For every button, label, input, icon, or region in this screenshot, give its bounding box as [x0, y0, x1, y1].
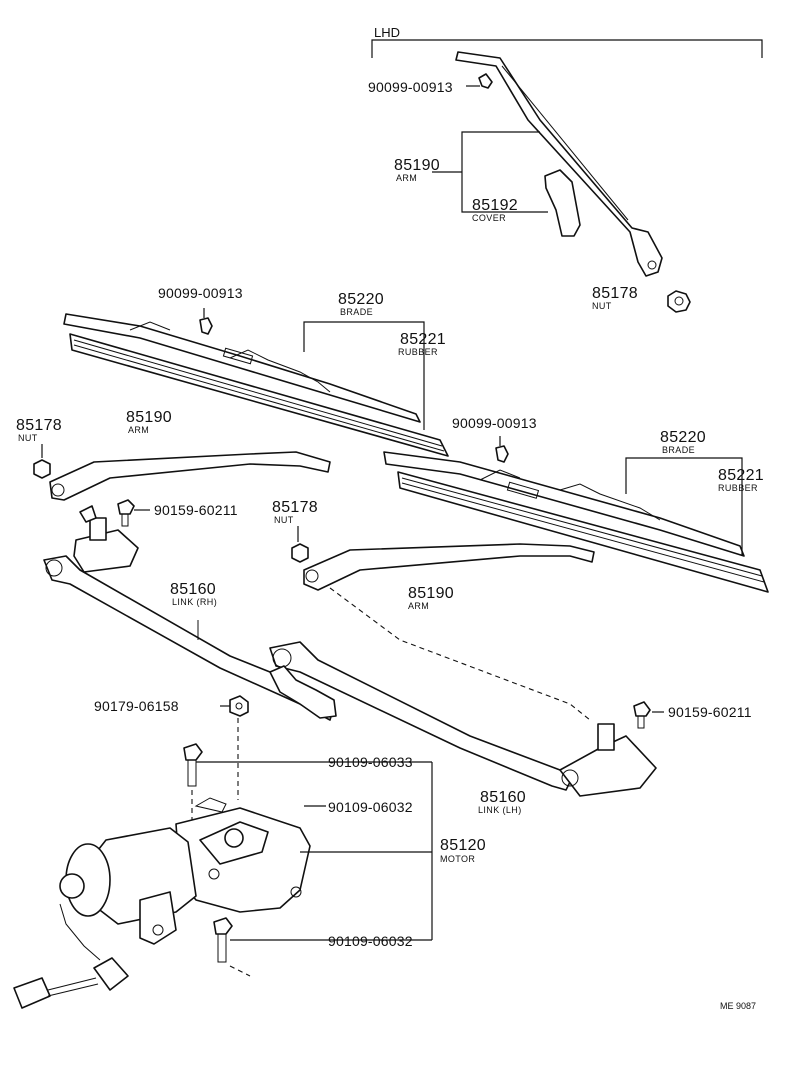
left-rubber-name: RUBBER — [398, 347, 438, 357]
right-rubber-name: RUBBER — [718, 483, 758, 493]
top-nut-icon[interactable] — [667, 290, 691, 313]
link-lh-name: LINK (LH) — [478, 805, 522, 815]
left-blade-bolt-number: 90099-00913 — [158, 285, 243, 301]
link-rh-name: LINK (RH) — [172, 597, 218, 607]
mid-arm-name: ARM — [408, 601, 430, 611]
left-arm-number: 85190 — [126, 409, 172, 426]
right-blade-number: 85220 — [660, 429, 706, 446]
left-nut-name: NUT — [18, 433, 38, 443]
lhd-bracket — [371, 39, 763, 58]
left-pivot-bolt-number: 90159-60211 — [154, 502, 238, 518]
lhd-label: LHD — [374, 25, 401, 40]
left-nut-number: 85178 — [16, 417, 62, 434]
motor-bolt-c-icon[interactable] — [213, 917, 233, 963]
right-wiper-blade[interactable] — [383, 451, 769, 593]
top-arm-number: 85190 — [394, 157, 440, 174]
left-blade-bolt-icon[interactable] — [199, 317, 213, 335]
top-wiper-arm[interactable] — [455, 51, 663, 277]
diagram-code: ME 9087 — [720, 1001, 757, 1011]
link-lh-number: 85160 — [480, 789, 526, 806]
top-nut-name: NUT — [592, 301, 612, 311]
mid-nut-icon[interactable] — [291, 543, 309, 563]
right-pivot-bolt-number: 90159-60211 — [668, 704, 752, 720]
top-nut-number: 85178 — [592, 285, 638, 302]
left-wiper-blade[interactable] — [63, 313, 449, 457]
left-wiper-arm[interactable] — [49, 451, 331, 501]
link-lh[interactable] — [269, 641, 573, 791]
top-arm-name: ARM — [396, 173, 418, 183]
left-nut-icon[interactable] — [33, 459, 51, 479]
link-nut-number: 90179-06158 — [94, 698, 179, 714]
top-bolt-icon[interactable] — [478, 73, 493, 89]
top-cover-number: 85192 — [472, 197, 518, 214]
motor-bolt-b-number: 90109-06032 — [328, 799, 413, 815]
left-arm-name: ARM — [128, 425, 150, 435]
top-arm-cover[interactable] — [544, 169, 581, 237]
top-bolt-number: 90099-00913 — [368, 79, 453, 95]
mid-nut-name: NUT — [274, 515, 294, 525]
right-blade-bolt-icon[interactable] — [495, 445, 509, 463]
motor-name: MOTOR — [440, 854, 476, 864]
right-rubber-number: 85221 — [718, 467, 764, 484]
left-rubber-number: 85221 — [400, 331, 446, 348]
motor-bolt-c-number: 90109-06032 — [328, 933, 413, 949]
mid-wiper-arm[interactable] — [303, 543, 595, 591]
link-rh-number: 85160 — [170, 581, 216, 598]
left-blade-number: 85220 — [338, 291, 384, 308]
right-blade-name: BRADE — [662, 445, 696, 455]
right-blade-bolt-number: 90099-00913 — [452, 415, 537, 431]
top-cover-name: COVER — [472, 213, 507, 223]
mid-arm-number: 85190 — [408, 585, 454, 602]
left-blade-name: BRADE — [340, 307, 374, 317]
motor-number: 85120 — [440, 837, 486, 854]
motor-bolt-a-number: 90109-06033 — [328, 754, 413, 770]
left-pivot-bolt-icon[interactable] — [117, 499, 135, 527]
motor-bolt-a-icon[interactable] — [183, 743, 203, 787]
motor-connector[interactable] — [13, 957, 129, 1009]
left-pivot-assembly[interactable] — [73, 505, 139, 573]
wiper-motor[interactable] — [59, 797, 311, 961]
link-nut-icon[interactable] — [229, 695, 249, 717]
right-pivot-bolt-icon[interactable] — [633, 701, 651, 729]
mid-nut-number: 85178 — [272, 499, 318, 516]
right-pivot-assembly[interactable] — [559, 723, 657, 797]
